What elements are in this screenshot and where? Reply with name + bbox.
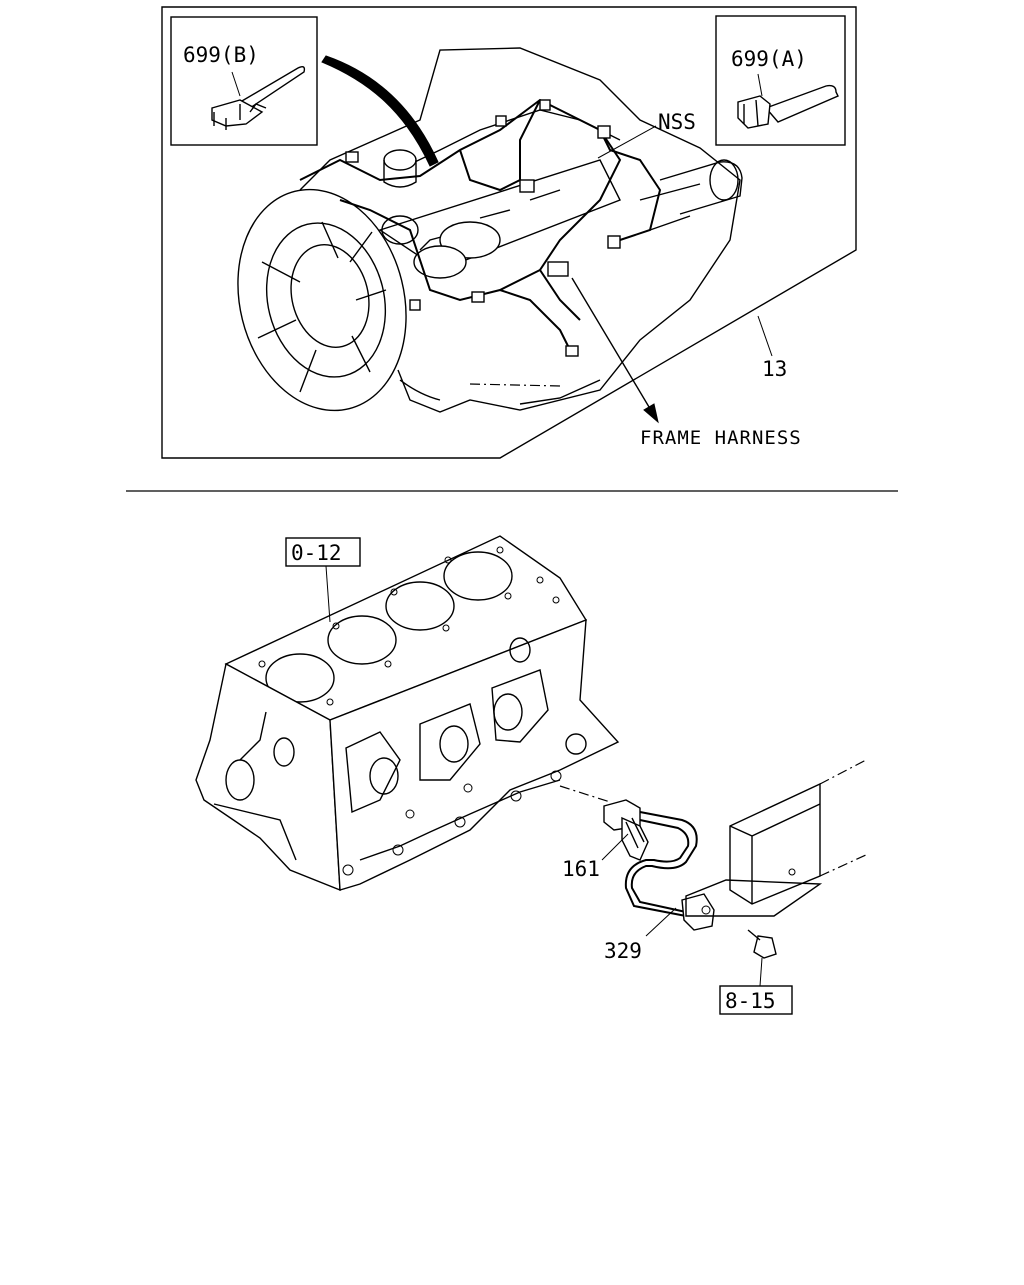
callout-13: 13 (762, 357, 787, 381)
callout-8-15: 8-15 (725, 989, 776, 1013)
bolt-8-15 (747, 929, 777, 959)
callout-box-8-15 (719, 985, 793, 1015)
leader-nss (597, 125, 657, 159)
leader-arrow-699b (321, 55, 439, 167)
callout-box-0-12 (285, 537, 361, 567)
callout-nss: NSS (658, 110, 696, 134)
bolt-161 (621, 816, 649, 861)
bottom-panel: 0-12 161 329 (195, 535, 869, 1015)
callout-frame-harness: FRAME HARNESS (640, 427, 802, 449)
callout-699b: 699(B) (183, 43, 259, 67)
inset-clip-a: 699(A) (715, 15, 846, 146)
leader-frame-harness (571, 277, 653, 413)
top-panel: 699(B) 699(A) (161, 6, 857, 459)
callout-0-12: 0-12 (291, 541, 342, 565)
frame-bracket (685, 759, 869, 917)
leader-13 (757, 315, 773, 357)
sensor-harness-329 (603, 799, 715, 931)
callout-699a: 699(A) (731, 47, 807, 71)
mount-centerline (559, 785, 611, 803)
callout-329: 329 (604, 939, 642, 963)
frame-harness-arrowhead (643, 403, 659, 424)
cylinder-block-illustration (195, 535, 620, 892)
leader-8-15 (759, 957, 763, 987)
callout-161: 161 (562, 857, 600, 881)
leader-0-12 (325, 565, 331, 623)
leader-161 (601, 833, 629, 861)
leader-329 (645, 907, 677, 937)
inset-clip-b: 699(B) (170, 16, 318, 146)
engine-illustration (237, 47, 743, 413)
top-panel-frame (161, 6, 857, 459)
